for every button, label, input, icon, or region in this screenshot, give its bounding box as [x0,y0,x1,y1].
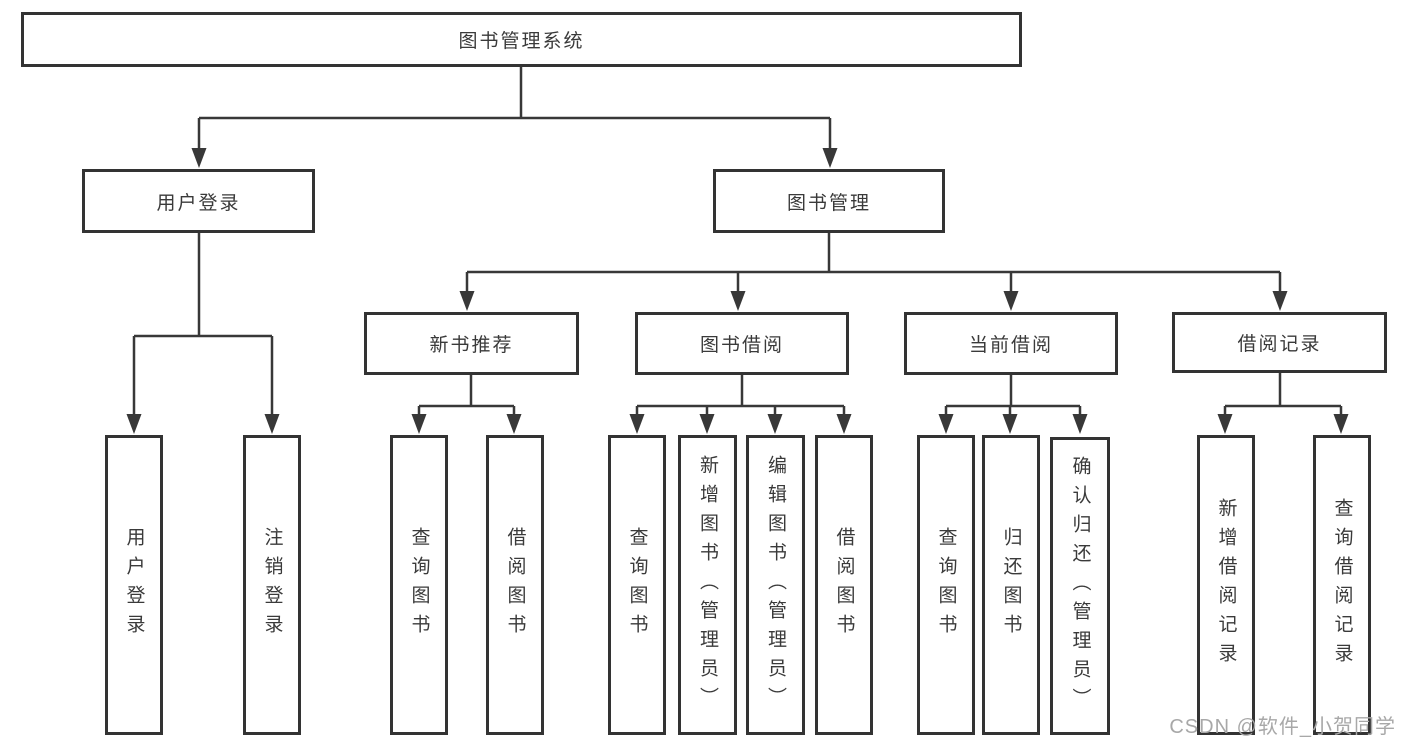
leaf-borrow-add-books-admin: 新增图书（管理员） [678,435,737,735]
edge-borrowrecord-to-leaves [1223,373,1343,420]
leaf-borrow-edit-books-admin: 编辑图书（管理员） [746,435,805,735]
node-new-book-recommendation-label: 新书推荐 [429,335,514,356]
edge-bookmgmt-to-level3 [465,233,1282,296]
connector-edges [132,67,1343,420]
edge-userlogin-to-leaves [132,233,274,418]
node-user-login: 用户登录 [82,169,315,233]
leaf-newrec-query-books-label: 查询图书 [408,527,430,643]
node-current-borrowing-label: 当前借阅 [968,335,1053,356]
leaf-current-confirm-return-admin-label: 确认归还（管理员） [1069,455,1091,717]
leaf-user-login-label: 用户登录 [123,527,145,643]
leaf-records-add-record-label: 新增借阅记录 [1215,498,1237,672]
leaf-borrow-query-books: 查询图书 [608,435,666,735]
leaf-records-add-record: 新增借阅记录 [1197,435,1255,735]
leaf-logout-label: 注销登录 [261,527,283,643]
leaf-current-return-books-label: 归还图书 [1000,527,1022,643]
leaf-current-return-books: 归还图书 [982,435,1040,735]
edge-root-to-level2 [197,67,832,152]
leaf-current-confirm-return-admin: 确认归还（管理员） [1050,437,1110,735]
leaf-newrec-borrow-books-label: 借阅图书 [504,527,526,643]
leaf-records-query-record-label: 查询借阅记录 [1331,498,1353,672]
node-root: 图书管理系统 [21,12,1022,67]
edge-newbookrec-to-leaves [417,375,516,420]
leaf-newrec-query-books: 查询图书 [390,435,448,735]
leaf-current-query-books: 查询图书 [917,435,975,735]
node-current-borrowing: 当前借阅 [904,312,1118,375]
leaf-borrow-edit-books-admin-label: 编辑图书（管理员） [765,454,786,716]
node-book-borrowing: 图书借阅 [635,312,849,375]
leaf-records-query-record: 查询借阅记录 [1313,435,1371,735]
leaf-newrec-borrow-books: 借阅图书 [486,435,544,735]
node-new-book-recommendation: 新书推荐 [364,312,579,375]
node-borrowing-records-label: 借阅记录 [1237,334,1322,355]
leaf-borrow-borrow-books-label: 借阅图书 [833,527,855,643]
leaf-borrow-query-books-label: 查询图书 [626,527,648,643]
node-root-label: 图书管理系统 [458,31,585,52]
edge-currentborrow-to-leaves [944,375,1082,420]
leaf-borrow-add-books-admin-label: 新增图书（管理员） [697,454,718,716]
leaf-user-login: 用户登录 [105,435,163,735]
csdn-watermark: CSDN @软件_小贺同学 [1169,716,1396,738]
node-user-login-label: 用户登录 [156,192,241,214]
node-borrowing-records: 借阅记录 [1172,312,1387,373]
node-book-management-label: 图书管理 [786,192,871,214]
edge-bookborrow-to-leaves [635,375,846,420]
arrowheads [126,148,1349,434]
leaf-logout: 注销登录 [243,435,301,735]
leaf-borrow-borrow-books: 借阅图书 [815,435,873,735]
node-book-borrowing-label: 图书借阅 [699,335,784,356]
node-book-management: 图书管理 [713,169,945,233]
leaf-current-query-books-label: 查询图书 [935,527,957,643]
